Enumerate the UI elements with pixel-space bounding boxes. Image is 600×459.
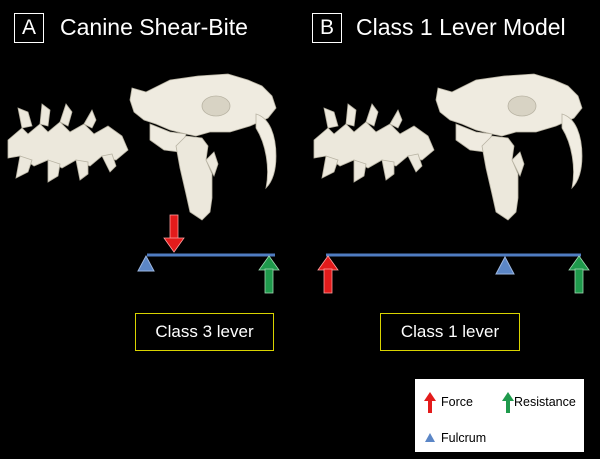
legend-resistance-label: Resistance [514,395,576,409]
force-arrow-icon [424,392,436,413]
panel-b-letter: B [312,13,342,43]
lever-class-label-b: Class 1 lever [380,313,520,351]
fulcrum-triangle-icon [425,433,435,442]
fulcrum-triangle-icon [137,254,155,272]
resistance-arrow-icon [502,392,514,413]
panel-a-letter: A [14,13,44,43]
fulcrum-triangle-icon [495,255,515,275]
skull-illustration-b [313,73,583,221]
lever-class-label-a: Class 3 lever [135,313,274,351]
panel-b-title: Class 1 Lever Model [356,14,566,40]
resistance-arrow-icon [568,255,590,294]
force-arrow-icon [163,214,185,253]
legend-symbols [424,392,514,442]
legend-force-label: Force [441,395,473,409]
skull-illustration-a [7,73,277,221]
legend-fulcrum-label: Fulcrum [441,431,487,445]
panel-a-title: Canine Shear-Bite [60,14,248,40]
resistance-arrow-icon [258,255,280,294]
force-arrow-icon [317,255,339,294]
legend: Force Resistance Fulcrum [414,378,585,453]
